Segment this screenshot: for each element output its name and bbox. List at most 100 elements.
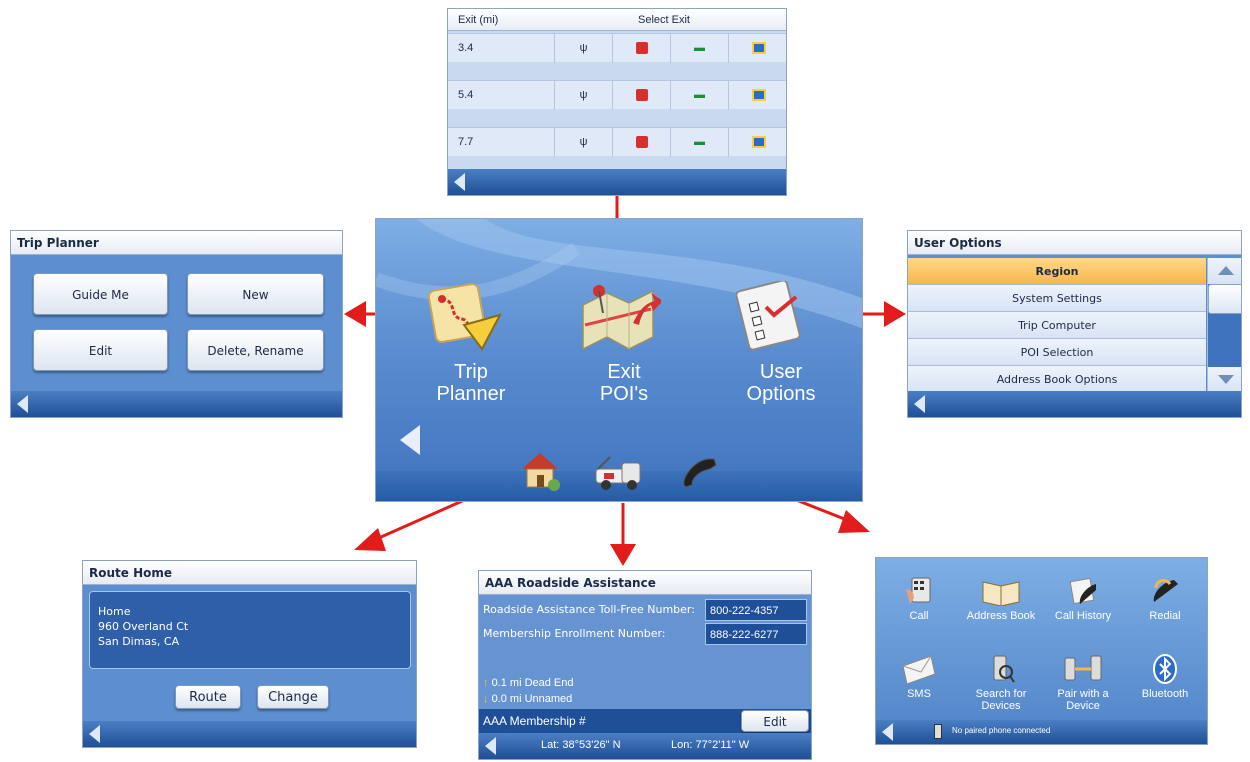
exit-distance: 5.4 [458,89,474,101]
option-poi-selection[interactable]: POI Selection [908,339,1206,366]
sms-label: SMS [907,688,931,700]
option-region[interactable]: Region [908,258,1206,285]
phone-menu-screen: Call Address Book Call History Redial SM… [875,557,1208,745]
edit-membership-button[interactable]: Edit [741,710,809,732]
exit-pois-icon [577,279,663,351]
car-icon[interactable]: ▬ [670,34,728,63]
back-button[interactable] [454,173,465,191]
aaa-roadside-screen: AAA Roadside Assistance Roadside Assista… [478,570,812,760]
latitude-readout: Lat: 38°53'26" N [541,739,621,751]
trip-planner-menu-item[interactable]: Trip Planner [416,273,516,413]
gas-icon[interactable] [612,34,670,63]
new-button[interactable]: New [187,273,324,315]
back-button[interactable] [17,395,28,413]
exit-row[interactable]: 3.4 ψ ▬ [448,33,786,63]
hotel-icon[interactable] [728,128,786,157]
exit-distance: 3.4 [458,42,474,54]
call-history-icon [1068,576,1098,606]
trip-planner-icon [427,281,502,351]
option-system-settings[interactable]: System Settings [908,285,1206,312]
restaurant-icon[interactable]: ψ [554,34,612,63]
nav-line-2: ↓ 0.0 mi Unnamed [483,693,573,705]
gas-icon[interactable] [612,81,670,110]
back-button[interactable] [914,395,925,413]
main-menu-screen: Trip Planner Exit POI's [375,218,863,502]
hotel-icon[interactable] [728,81,786,110]
call-item[interactable]: Call [876,576,962,622]
scroll-up-icon[interactable] [1208,258,1241,284]
bluetooth-label: Bluetooth [1141,688,1189,700]
search-devices-item[interactable]: Search for Devices [958,654,1044,712]
option-address-book-options[interactable]: Address Book Options [908,366,1206,393]
phone-status-text: No paired phone connected [952,726,1051,735]
address-name: Home [98,605,131,618]
exit-row-gap [448,63,786,80]
envelope-icon [901,654,937,685]
redial-item[interactable]: Redial [1122,576,1207,622]
bluetooth-item[interactable]: Bluetooth [1122,654,1207,700]
exit-bottom-bar [448,169,786,195]
exit-row[interactable]: 5.4 ψ ▬ [448,80,786,110]
delete-rename-button[interactable]: Delete, Rename [187,329,324,371]
phone-icon[interactable] [678,455,724,489]
toll-free-label: Roadside Assistance Toll-Free Number: [483,603,695,616]
call-history-item[interactable]: Call History [1040,576,1126,622]
back-button[interactable] [400,425,420,455]
guide-me-button[interactable]: Guide Me [33,273,168,315]
bluetooth-icon [1150,654,1180,684]
arrow-down-left-head [354,528,386,551]
scroll-down-icon[interactable] [1208,367,1241,393]
restaurant-icon[interactable]: ψ [554,128,612,157]
phone-status-icon [934,724,942,739]
home-icon[interactable] [518,449,562,491]
background-swoosh [376,219,862,329]
toll-free-number[interactable]: 800-222-4357 [705,599,807,621]
scrollbar[interactable] [1207,258,1241,393]
exit-row[interactable]: 7.7 ψ ▬ [448,127,786,157]
sms-item[interactable]: SMS [876,654,962,700]
exit-pois-label: Exit POI's [599,361,649,405]
address-city: San Dimas, CA [98,635,180,648]
back-button[interactable] [485,737,496,755]
route-button[interactable]: Route [175,685,241,709]
address-book-item[interactable]: Address Book [958,576,1044,622]
user-options-menu-item[interactable]: User Options [726,273,836,413]
address-street: 960 Overland Ct [98,620,189,633]
search-devices-label: Search for Devices [975,688,1027,712]
back-button[interactable] [882,723,893,741]
user-options-label: User Options [746,361,816,405]
call-label: Call [909,610,929,622]
route-home-screen: Route Home Home 960 Overland Ct San Dima… [82,560,417,748]
arrow-down-right-head [838,510,870,533]
arrow-left-head [344,301,366,327]
membership-label: AAA Membership # [483,714,586,728]
keypad-icon [904,576,934,606]
edit-button[interactable]: Edit [33,329,168,371]
address-book-icon [981,576,1021,607]
car-icon[interactable]: ▬ [670,81,728,110]
scroll-thumb[interactable] [1208,284,1241,314]
enrollment-label: Membership Enrollment Number: [483,627,666,640]
change-button[interactable]: Change [257,685,329,709]
exit-column-header: Exit (mi) [458,14,499,26]
address-book-label: Address Book [966,610,1036,622]
pair-device-item[interactable]: Pair with a Device [1040,654,1126,712]
option-trip-computer[interactable]: Trip Computer [908,312,1206,339]
longitude-readout: Lon: 77°2'11" W [671,739,750,751]
tow-truck-icon[interactable] [592,455,648,490]
trip-planner-screen: Trip Planner Guide Me New Edit Delete, R… [10,230,343,418]
down-arrow-icon: ↓ [483,693,492,705]
restaurant-icon[interactable]: ψ [554,81,612,110]
hotel-icon[interactable] [728,34,786,63]
exit-pois-menu-item[interactable]: Exit POI's [569,273,679,413]
arrow-down-head [610,544,636,566]
call-history-label: Call History [1054,610,1112,622]
nav-line-1: ↑ 0.1 mi Dead End [483,677,574,689]
redial-icon [1150,576,1180,606]
user-options-screen: User Options Region System Settings Trip… [907,230,1242,418]
back-button[interactable] [89,725,100,743]
home-address-box[interactable]: Home 960 Overland Ct San Dimas, CA [89,591,411,669]
gas-icon[interactable] [612,128,670,157]
enrollment-number[interactable]: 888-222-6277 [705,623,807,645]
car-icon[interactable]: ▬ [670,128,728,157]
